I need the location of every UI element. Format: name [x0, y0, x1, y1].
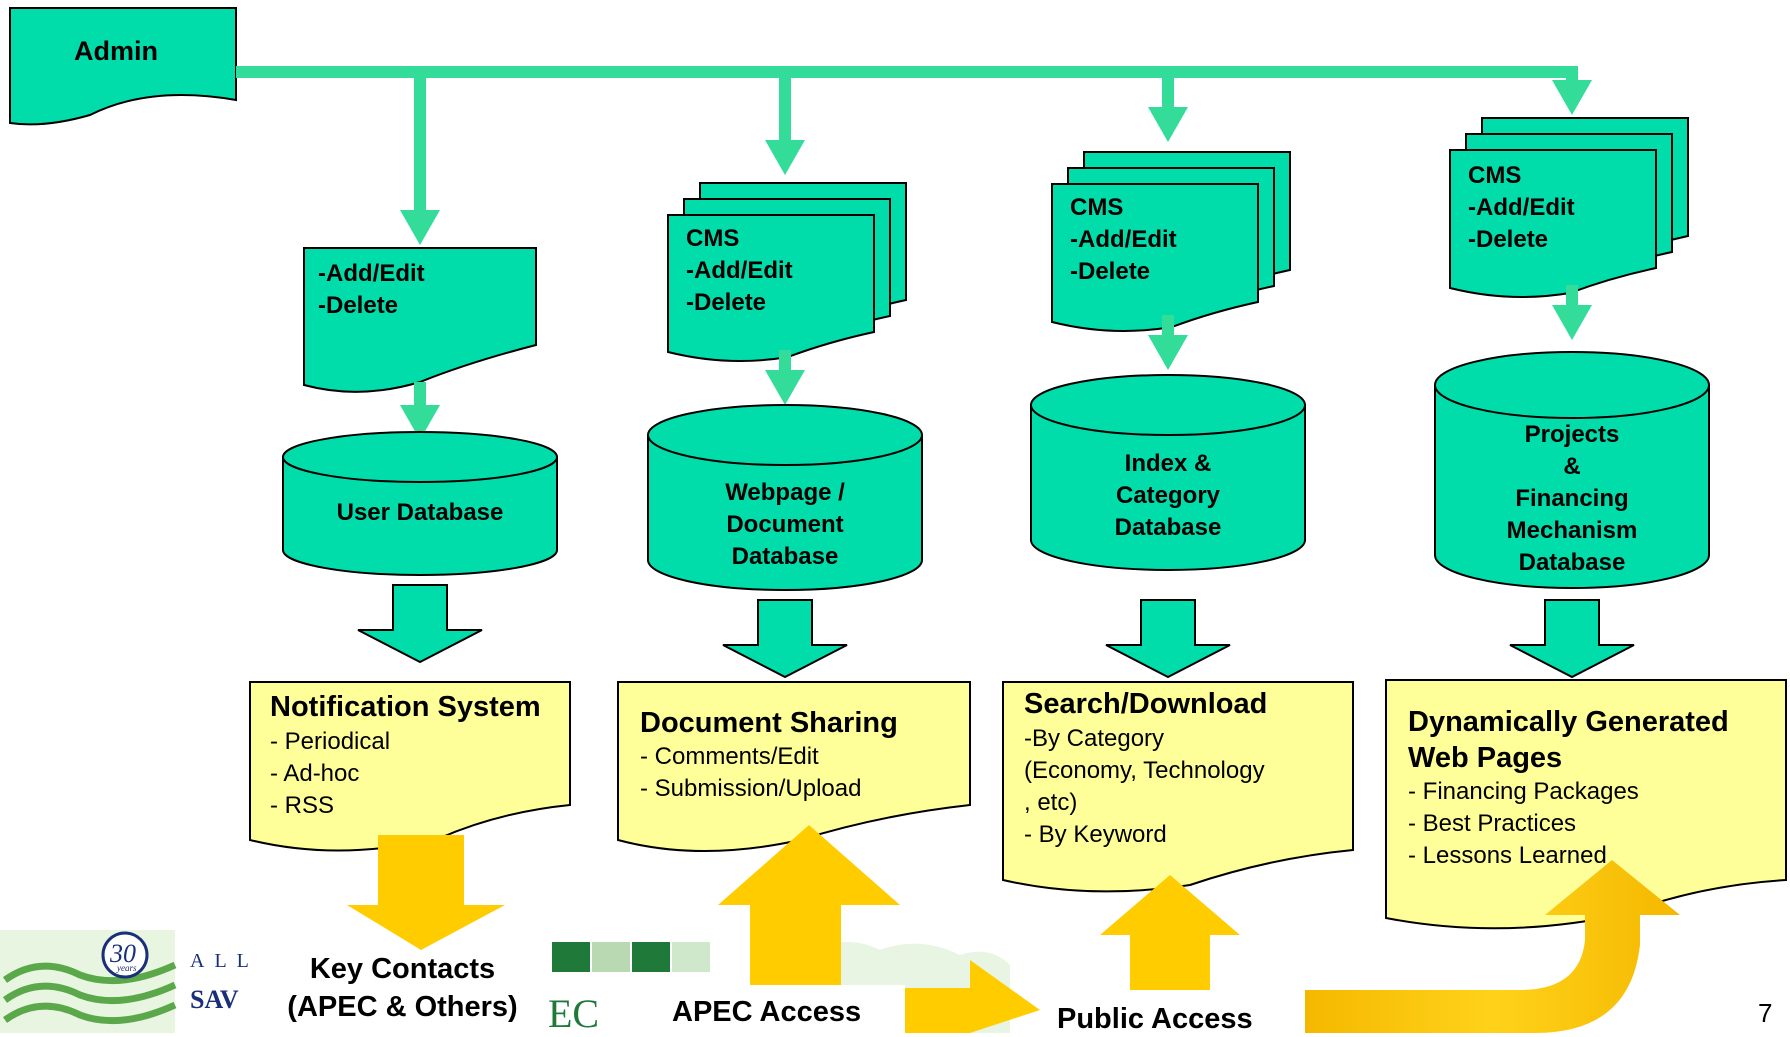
- database-projects-label-line: Mechanism: [1506, 517, 1638, 544]
- output-items-notification-line: - Periodical: [270, 728, 391, 755]
- output-title-document-sharing: Document Sharing: [640, 706, 898, 740]
- public-to-dynamic-pages-curved-arrow[interactable]: [1305, 860, 1680, 1033]
- process-doc-index-text-line: CMS: [1070, 194, 1124, 221]
- process-doc-index-text: CMS -Add/Edit -Delete: [1070, 192, 1177, 288]
- process-doc-webpage-text-line: -Add/Edit: [686, 257, 793, 284]
- process-doc-projects-text-line: CMS: [1468, 162, 1522, 189]
- database-index-label-line: Database: [1114, 514, 1222, 541]
- output-items-document-sharing-line: - Submission/Upload: [640, 775, 862, 802]
- database-projects-financing[interactable]: [1434, 351, 1710, 589]
- output-items-notification: - Periodical - Ad-hoc - RSS: [270, 726, 390, 822]
- database-index-category[interactable]: [1030, 374, 1306, 571]
- output-items-dynamic-pages: - Financing Packages - Best Practices - Le…: [1408, 776, 1639, 872]
- database-projects-label-line: &: [1563, 453, 1581, 480]
- output-doc-search-download[interactable]: [1002, 681, 1354, 893]
- database-index-label-line: Index &: [1124, 450, 1212, 477]
- process-doc-webpage-text-line: CMS: [686, 225, 740, 252]
- public-access-label: Public Access: [1057, 1003, 1253, 1035]
- doc-to-db-connectors: [414, 285, 1578, 415]
- process-doc-user-text-line: -Add/Edit: [318, 260, 425, 287]
- process-doc-user-text-line: -Delete: [318, 292, 399, 319]
- output-items-search-download-line: -By Category: [1024, 725, 1165, 752]
- output-title-notification: Notification System: [270, 690, 541, 724]
- admin-bus-arrowheads: [400, 80, 1592, 245]
- logo-badge-number: 30: [110, 939, 136, 968]
- process-doc-webpage-text: CMS -Add/Edit -Delete: [686, 223, 793, 319]
- apec-access-label-box: [650, 985, 905, 1033]
- key-contacts-label-line: Key Contacts: [309, 953, 496, 985]
- output-title-document-sharing-line: Document Sharing: [640, 707, 898, 739]
- key-contacts-label-line: (APEC & Others): [287, 991, 518, 1023]
- process-doc-user-text: -Add/Edit -Delete: [318, 258, 425, 322]
- admin-document-shape[interactable]: [9, 7, 237, 126]
- process-doc-stack-projects[interactable]: [1449, 117, 1689, 298]
- process-doc-stack-index[interactable]: [1051, 151, 1291, 332]
- process-doc-projects-text: CMS -Add/Edit -Delete: [1468, 160, 1575, 256]
- alliance-logo: [0, 930, 177, 1033]
- output-items-dynamic-pages-line: - Lessons Learned: [1408, 842, 1607, 869]
- database-index-label-line: Category: [1115, 482, 1221, 509]
- page-number: 7: [1758, 998, 1773, 1028]
- process-doc-stack-webpage[interactable]: [667, 182, 907, 362]
- process-doc-projects-text-line: -Delete: [1468, 226, 1549, 253]
- process-doc-projects-text-line: -Add/Edit: [1468, 194, 1575, 221]
- output-items-dynamic-pages-line: - Financing Packages: [1408, 778, 1639, 805]
- key-contacts-label: Key Contacts (APEC & Others): [275, 950, 530, 1026]
- database-projects-label-line: Projects: [1524, 421, 1620, 448]
- output-title-search-download: Search/Download: [1024, 687, 1267, 721]
- output-items-document-sharing: - Comments/Edit - Submission/Upload: [640, 741, 861, 805]
- alliance-logo-text-top: ALL: [190, 950, 259, 972]
- process-doc-webpage-text-line: -Delete: [686, 289, 767, 316]
- alliance-logo-text-mid: SAV: [190, 985, 239, 1014]
- output-items-search-download-line: (Economy, Technology: [1024, 757, 1265, 784]
- database-user[interactable]: [282, 431, 558, 576]
- admin-label: Admin: [74, 36, 158, 66]
- apec-access-up-arrow[interactable]: [718, 825, 900, 1033]
- output-items-dynamic-pages-line: - Best Practices: [1408, 810, 1577, 837]
- output-title-dynamic-pages-line: Dynamically Generated: [1408, 706, 1729, 738]
- database-user-label-line: User Database: [336, 499, 504, 526]
- database-webpage-label-line: Webpage /: [725, 479, 845, 506]
- ec-logo-text: EC: [548, 991, 600, 1036]
- doc-to-db-arrowheads: [400, 305, 1592, 440]
- database-webpage-document[interactable]: [647, 404, 923, 591]
- process-doc-user[interactable]: [303, 247, 537, 393]
- process-doc-index-text-line: -Add/Edit: [1070, 226, 1177, 253]
- output-title-notification-line: Notification System: [270, 691, 541, 723]
- output-items-search-download-line: - By Keyword: [1024, 821, 1167, 848]
- db-to-output-block-arrows: [357, 584, 1635, 679]
- output-items-search-download: -By Category (Economy, Technology , etc) - …: [1024, 723, 1265, 851]
- output-title-dynamic-pages-line: Web Pages: [1408, 742, 1563, 774]
- database-projects-label-line: Database: [1518, 549, 1626, 576]
- notification-to-contacts-arrow[interactable]: [347, 835, 505, 950]
- database-user-label: User Database: [283, 497, 557, 529]
- output-items-notification-line: - Ad-hoc: [270, 760, 360, 787]
- output-items-notification-line: - RSS: [270, 792, 335, 819]
- output-title-search-download-line: Search/Download: [1024, 688, 1268, 720]
- output-items-search-download-line: , etc): [1024, 789, 1078, 816]
- ec-logo: [552, 942, 710, 972]
- output-items-document-sharing-line: - Comments/Edit: [640, 743, 819, 770]
- logo-badge-sub: years: [117, 963, 137, 973]
- apec-to-public-arrow[interactable]: [905, 960, 1040, 1033]
- apec-access-label: APEC Access: [672, 996, 862, 1028]
- public-access-up-arrow[interactable]: [1100, 875, 1240, 990]
- process-doc-index-text-line: -Delete: [1070, 258, 1151, 285]
- database-webpage-label-line: Document: [726, 511, 844, 538]
- database-projects-label-line: Financing: [1515, 485, 1629, 512]
- database-webpage-label-line: Database: [731, 543, 839, 570]
